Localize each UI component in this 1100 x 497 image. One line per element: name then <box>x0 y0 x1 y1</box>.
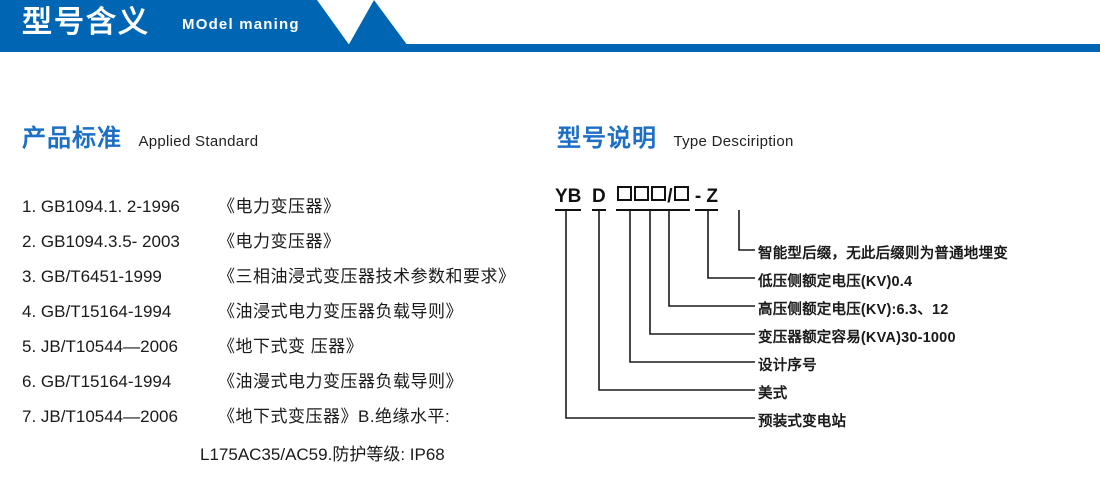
type-label-smart-suffix: 智能型后缀，无此后缀则为普通地埋变 <box>758 246 1008 262</box>
standard-number: 6. <box>22 372 37 391</box>
type-code-string: YB D / - Z <box>555 186 719 212</box>
header-accent-bar <box>0 44 1100 52</box>
header-wedge-shape <box>348 0 408 46</box>
standard-number: 4. <box>22 302 37 321</box>
standard-code: 2. GB1094.3.5- 2003 <box>22 232 218 252</box>
standard-id: GB1094.3.5- 2003 <box>40 232 180 251</box>
standard-title: 《地下式变压器》B.绝缘水平: <box>218 407 451 426</box>
list-item: 6. GB/T15164-1994 《油漫式电力变压器负载导则》 <box>22 367 542 402</box>
standard-number: 7. <box>22 407 37 426</box>
page-title-cn: 型号含义 <box>22 6 150 39</box>
standard-title: 《地下式变 压器》 <box>218 337 364 356</box>
type-code-diagram: YB D / - Z 智能型后缀，无此后缀则为普通地埋变 低压侧额定电压(KV)… <box>545 186 1090 436</box>
standard-number: 2. <box>22 232 37 251</box>
header-blue-block <box>0 0 350 46</box>
standard-title: 《电力变压器》 <box>218 197 341 216</box>
standards-continuation-line: L175AC35/AC59.防护等级: IP68 <box>200 445 445 464</box>
standard-number: 5. <box>22 337 37 356</box>
type-label-rated-capacity: 变压器额定容易(KVA)30-1000 <box>758 330 956 346</box>
type-heading-cn: 型号说明 <box>557 125 657 152</box>
standard-code: 1. GB1094.1. 2-1996 <box>22 197 218 217</box>
standard-code: 5. JB/T10544—2006 <box>22 337 218 357</box>
standard-id: GB1094.1. 2-1996 <box>40 197 180 216</box>
standard-code: 3. GB/T6451-1999 <box>22 267 218 287</box>
type-label-lv-voltage: 低压侧额定电压(KV)0.4 <box>758 274 913 290</box>
standard-code: 7. JB/T10544—2006 <box>22 407 218 427</box>
type-label-prefab-substation: 预装式变电站 <box>758 414 847 430</box>
standard-title: 《油漫式电力变压器负载导则》 <box>218 372 463 391</box>
standard-id: JB/T10544—2006 <box>40 407 178 426</box>
code-segment-yb: YB <box>555 186 582 211</box>
standards-heading-cn: 产品标准 <box>22 125 122 152</box>
standard-title: 《电力变压器》 <box>218 232 341 251</box>
type-label-design-number: 设计序号 <box>758 358 817 374</box>
standards-list: 1. GB1094.1. 2-1996 《电力变压器》 2. GB1094.3.… <box>22 192 542 437</box>
type-section-heading: 型号说明 Type Desciription <box>557 118 794 153</box>
standard-number: 3. <box>22 267 37 286</box>
standard-title: 《三相油浸式变压器技术参数和要求》 <box>218 267 516 286</box>
standard-id: JB/T10544—2006 <box>40 337 178 356</box>
standard-id: GB/T15164-1994 <box>40 302 172 321</box>
list-item: 2. GB1094.3.5- 2003 《电力变压器》 <box>22 227 542 262</box>
code-box-1 <box>617 186 633 201</box>
code-segment-boxes: / <box>616 186 690 211</box>
page-header: 型号含义 MOdel maning <box>0 0 1100 52</box>
code-box-4 <box>673 186 689 201</box>
list-item: 4. GB/T15164-1994 《油浸式电力变压器负载导则》 <box>22 297 542 332</box>
code-segment-z: - Z <box>694 186 719 211</box>
list-item: 1. GB1094.1. 2-1996 《电力变压器》 <box>22 192 542 227</box>
standard-code: 4. GB/T15164-1994 <box>22 302 218 322</box>
type-label-hv-voltage: 高压侧额定电压(KV):6.3、12 <box>758 302 949 318</box>
standards-section-heading: 产品标准 Applied Standard <box>22 118 258 153</box>
leader-lines <box>565 210 755 419</box>
type-heading-en: Type Desciription <box>673 133 794 150</box>
page-title-en: MOdel maning <box>182 16 300 33</box>
list-item: 7. JB/T10544—2006 《地下式变压器》B.绝缘水平: <box>22 402 542 437</box>
standard-id: GB/T15164-1994 <box>40 372 172 391</box>
code-box-3 <box>651 186 667 201</box>
list-item: 5. JB/T10544—2006 《地下式变 压器》 <box>22 332 542 367</box>
list-item: 3. GB/T6451-1999 《三相油浸式变压器技术参数和要求》 <box>22 262 542 297</box>
standards-heading-en: Applied Standard <box>138 133 259 150</box>
type-label-american-style: 美式 <box>758 386 788 402</box>
code-box-2 <box>634 186 650 201</box>
standard-id: GB/T6451-1999 <box>40 267 162 286</box>
standard-title: 《油浸式电力变压器负载导则》 <box>218 302 463 321</box>
standard-number: 1. <box>22 197 37 216</box>
standard-code: 6. GB/T15164-1994 <box>22 372 218 392</box>
